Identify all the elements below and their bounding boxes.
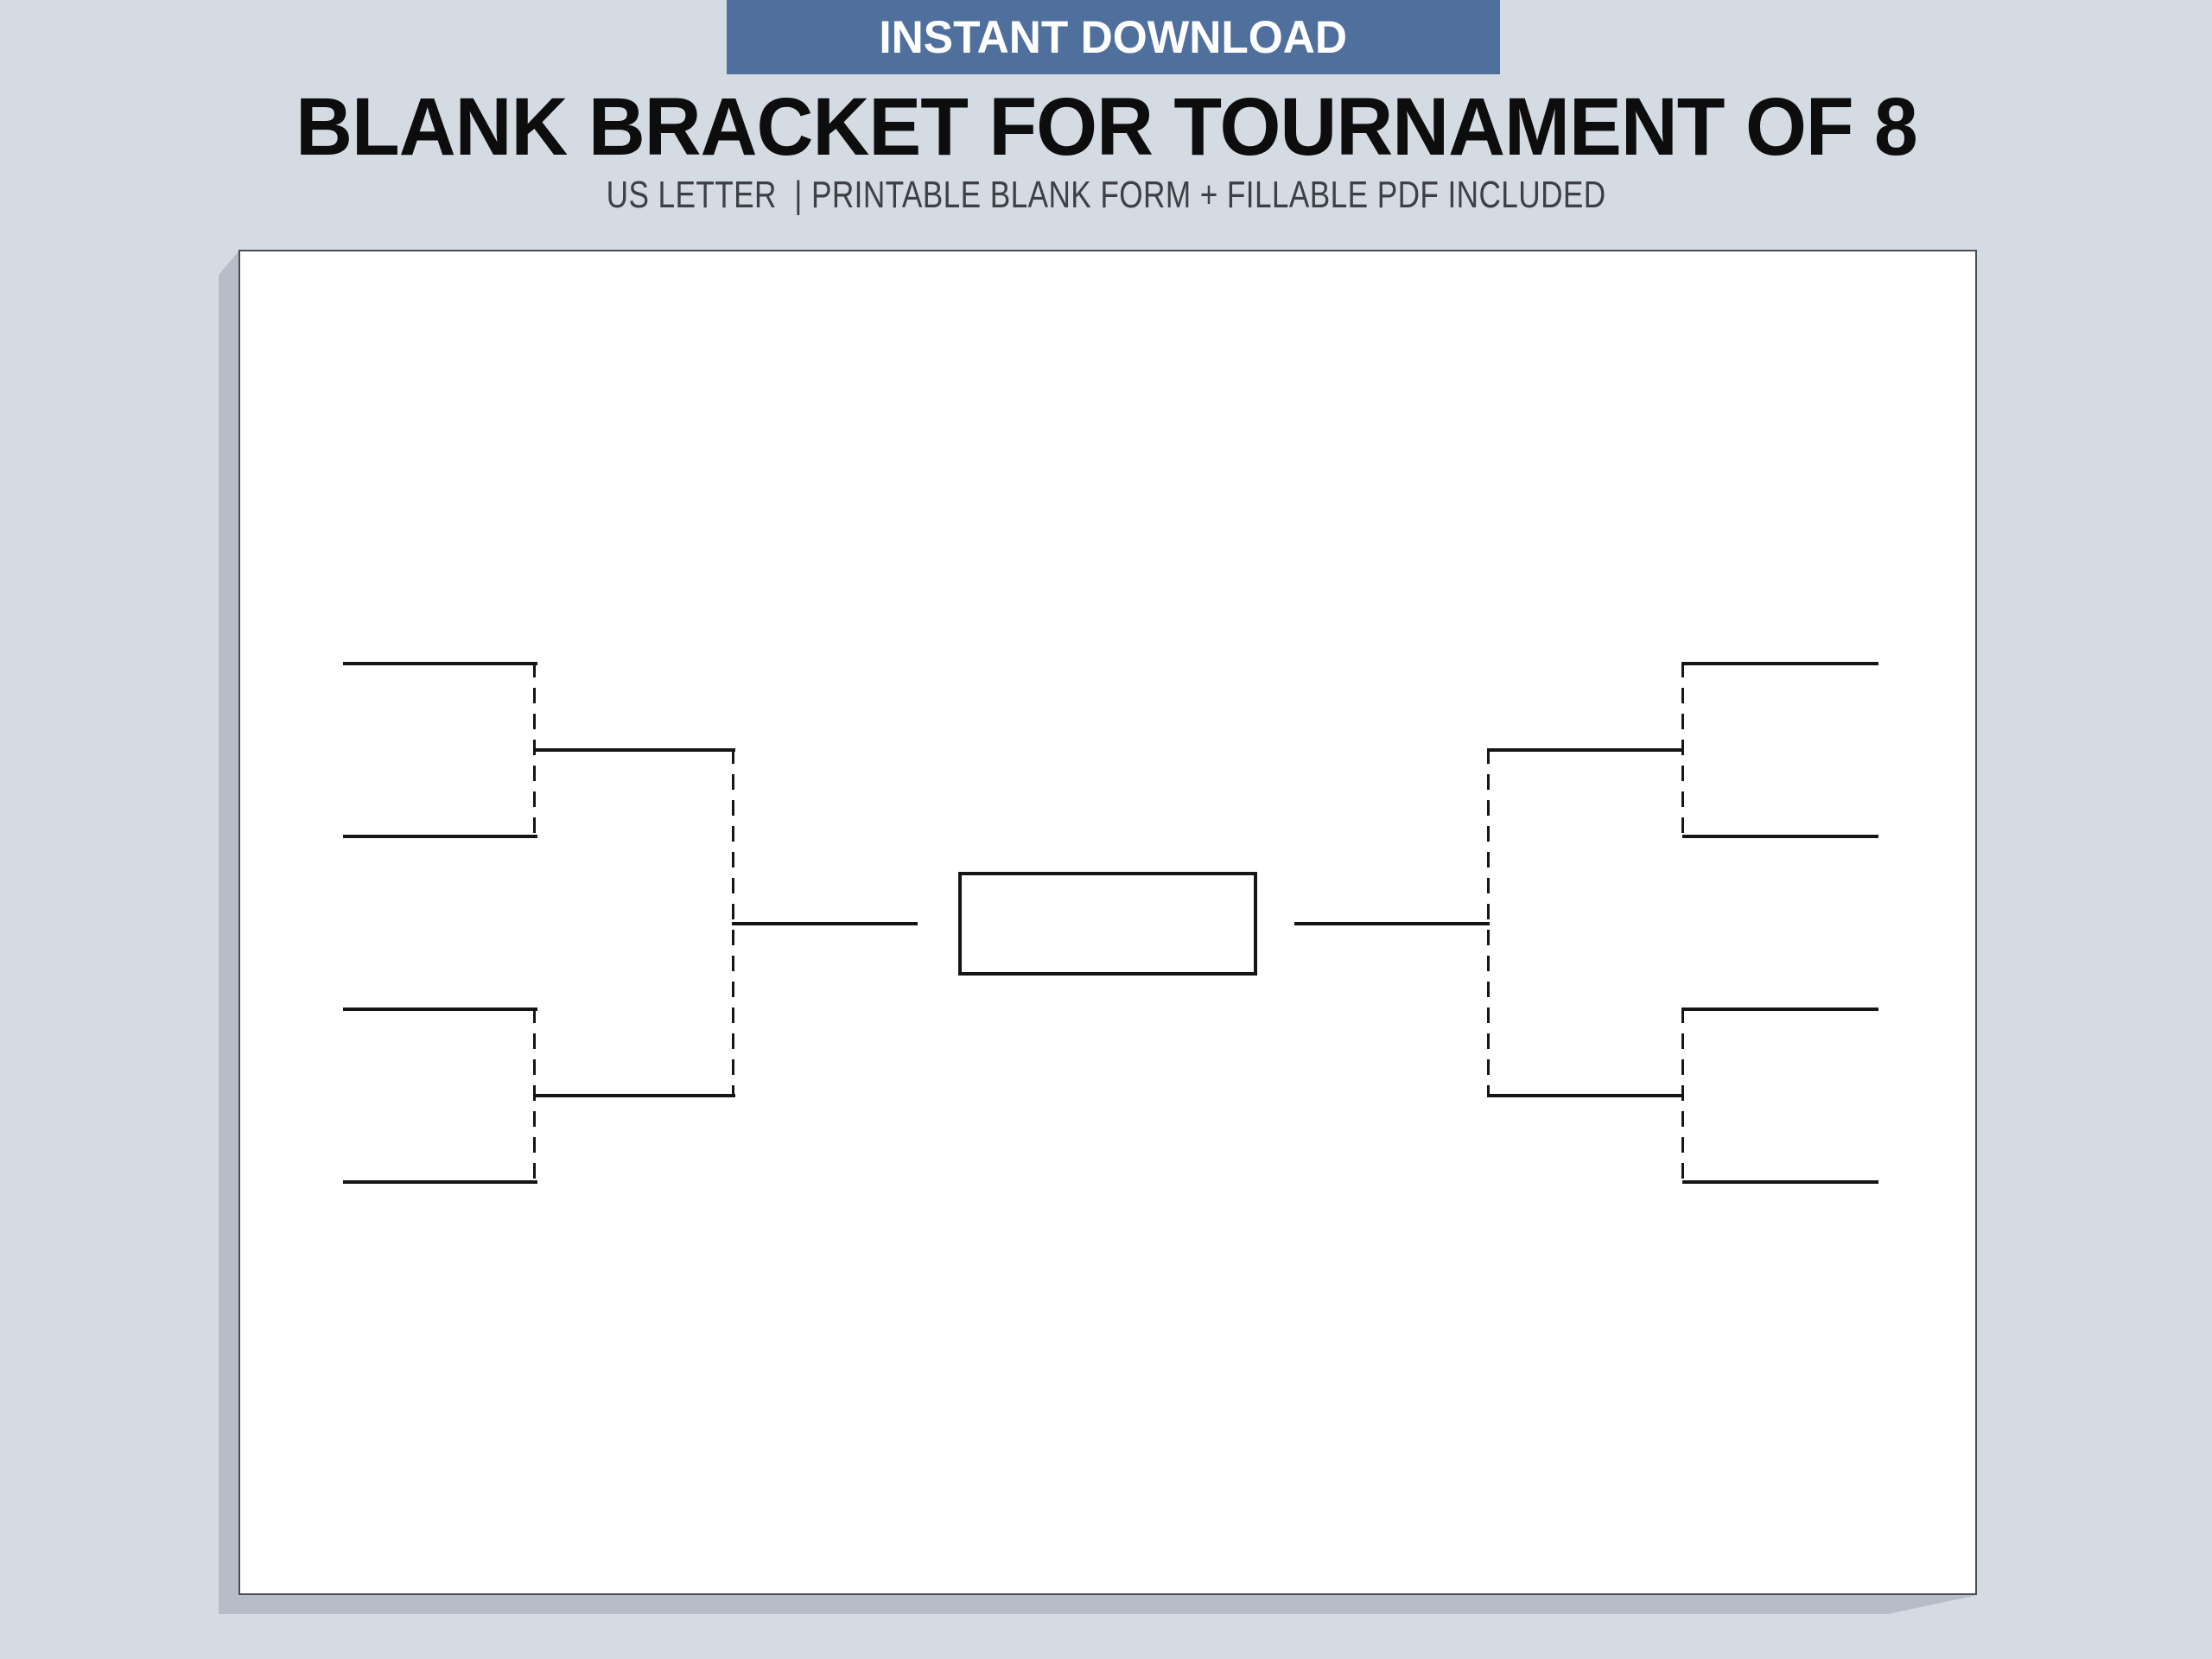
team-slot-line-right-2 — [1682, 835, 1878, 838]
final-feeder-line-right — [1294, 922, 1490, 925]
team-slot-line-left-4 — [343, 1180, 537, 1184]
page-title-text: BLANK BRACKET FOR TOURNAMENT OF 8 — [295, 80, 1918, 173]
final-feeder-line-left — [732, 922, 918, 925]
page-subtitle: US LETTER | PRINTABLE BLANK FORM + FILLA… — [0, 174, 2212, 217]
instant-download-banner: INSTANT DOWNLOAD — [727, 0, 1500, 74]
team-slot-line-right-3 — [1682, 1007, 1878, 1011]
round1-connector-right-top — [1681, 662, 1684, 838]
semifinal-line-left-top — [533, 748, 735, 752]
team-slot-line-left-3 — [343, 1007, 537, 1011]
final-box — [958, 872, 1257, 976]
semifinal-line-right-bottom — [1487, 1094, 1684, 1097]
page-subtitle-text: US LETTER | PRINTABLE BLANK FORM + FILLA… — [606, 174, 1606, 216]
semifinal-line-left-bottom — [533, 1094, 735, 1097]
page-title: BLANK BRACKET FOR TOURNAMENT OF 8 — [0, 84, 2212, 170]
round1-connector-right-bottom — [1681, 1007, 1684, 1184]
semifinal-line-right-top — [1487, 748, 1684, 752]
team-slot-line-left-1 — [343, 662, 537, 665]
semifinal-connector-right — [1487, 748, 1490, 1097]
banner-label: INSTANT DOWNLOAD — [879, 11, 1348, 63]
team-slot-line-left-2 — [343, 835, 537, 838]
team-slot-line-right-4 — [1682, 1180, 1878, 1184]
team-slot-line-right-1 — [1682, 662, 1878, 665]
